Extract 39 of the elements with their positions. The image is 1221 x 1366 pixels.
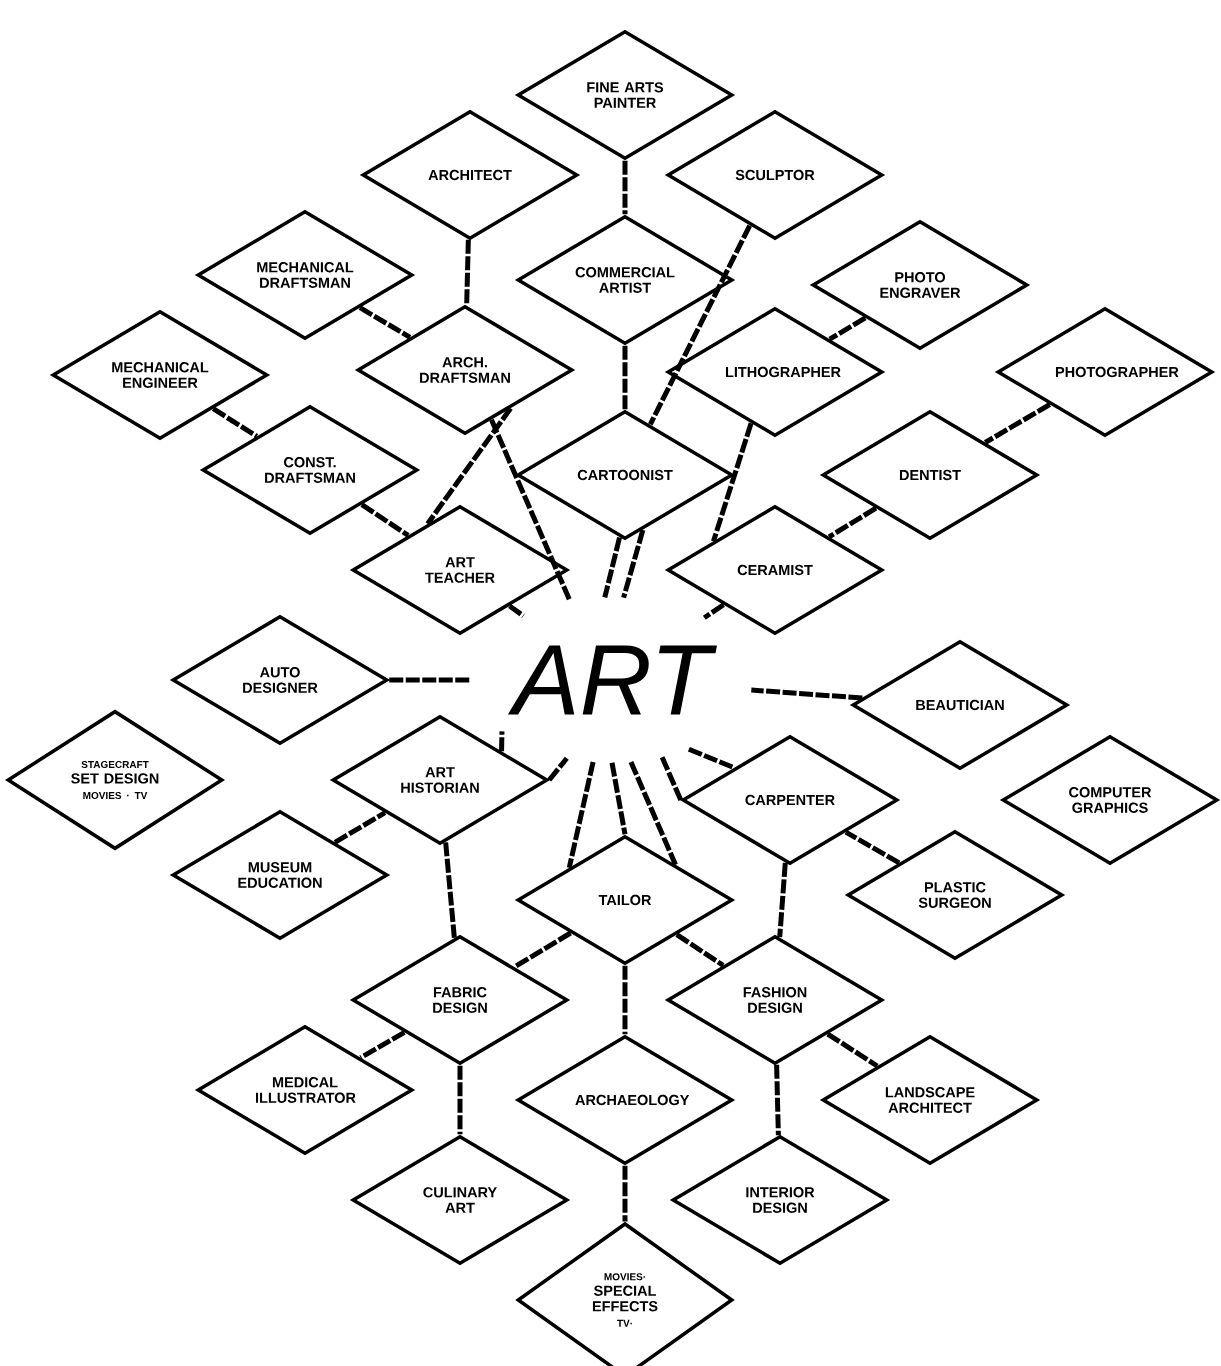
connector-line (457, 1065, 463, 1135)
connector-line (508, 603, 525, 618)
connector-line (983, 402, 1052, 445)
connector-line (827, 506, 878, 539)
connector-line (566, 761, 596, 869)
connector-line (826, 1031, 879, 1069)
connector-line (774, 1064, 781, 1136)
connector-line (464, 239, 471, 306)
connector-line (333, 810, 387, 845)
connector-line (425, 406, 513, 526)
connector-line (648, 224, 752, 426)
connector-line (622, 160, 628, 215)
connector-line (687, 746, 736, 771)
connector-line (443, 842, 457, 938)
connector-line (211, 406, 259, 439)
connector-line (702, 602, 725, 620)
connector-line (659, 756, 684, 801)
connector-line (622, 345, 628, 410)
connector-line (602, 536, 622, 598)
connector-line (777, 862, 788, 938)
art-lettering: ART (508, 645, 717, 715)
connector-line (751, 687, 863, 701)
connector-line (360, 502, 410, 538)
connector-line (622, 965, 628, 1035)
connector-line (628, 760, 678, 866)
connector-line (499, 731, 505, 752)
connector-line (489, 418, 573, 603)
connector-line (828, 315, 867, 342)
connector-line (844, 830, 901, 866)
connector-line (711, 422, 754, 543)
connector-line (547, 756, 569, 782)
connector-line (513, 930, 572, 970)
connector-line (359, 1030, 406, 1060)
connector-line (358, 305, 412, 340)
connector-line (622, 1165, 628, 1222)
connector-line (609, 762, 628, 835)
connector-line (675, 932, 725, 968)
connector-line (389, 677, 472, 683)
connector-line (621, 529, 646, 599)
